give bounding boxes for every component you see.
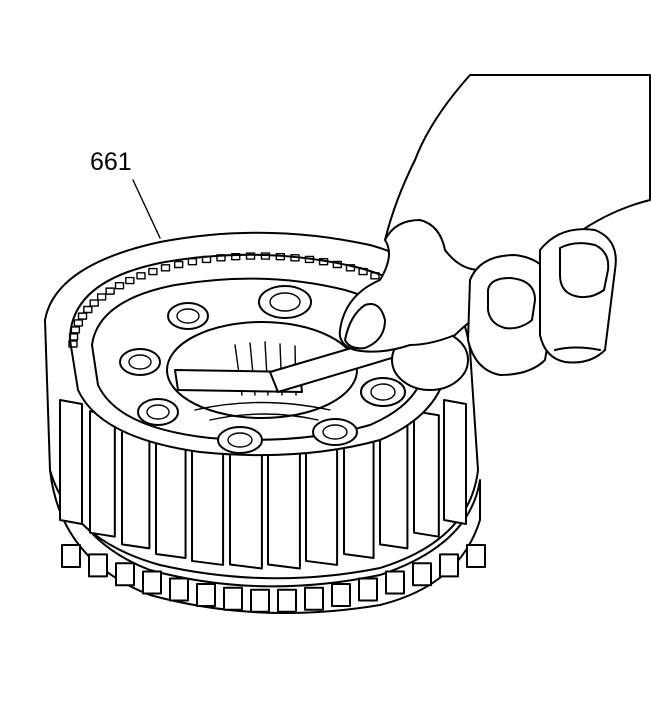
callout-leader-line [132,179,161,239]
snap-ring [174,369,303,393]
callout-label-661: 661 [90,148,132,176]
hand [338,74,651,376]
lower-spline-ring [49,454,486,614]
